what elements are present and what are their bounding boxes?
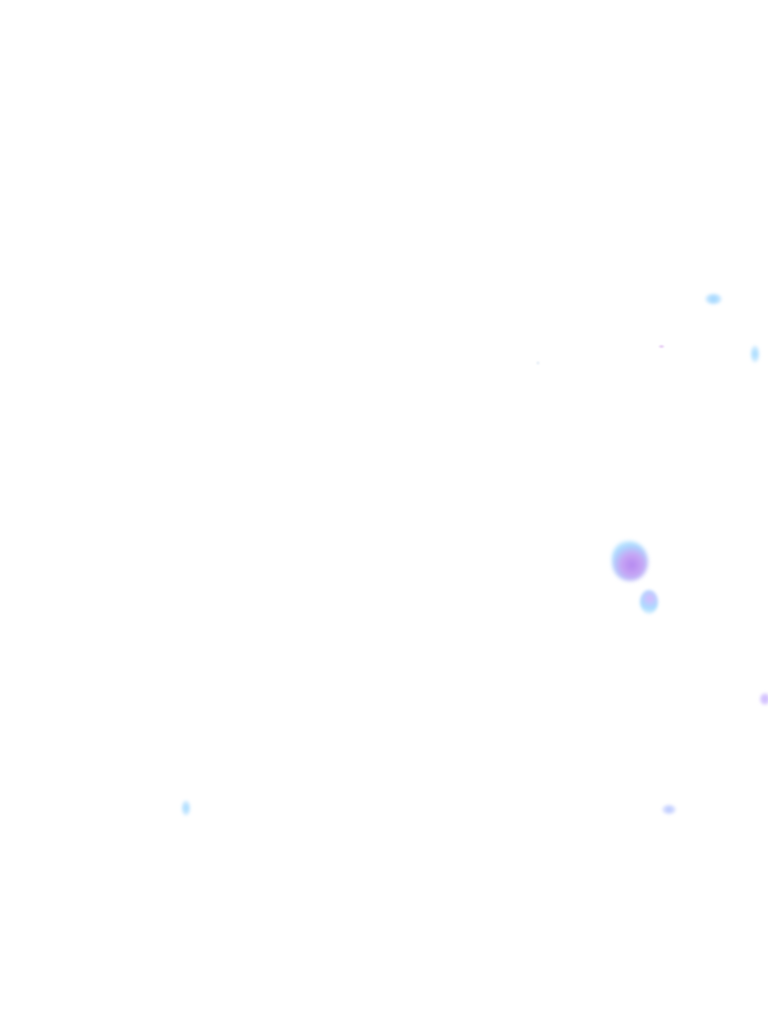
paint-splotch-icon <box>662 805 676 814</box>
paint-splotch-icon <box>658 345 665 348</box>
paint-splotch-icon <box>182 800 190 816</box>
paint-splotch-icon <box>640 590 658 614</box>
paint-splotch-icon <box>760 693 768 705</box>
paint-splotch-icon <box>705 294 722 304</box>
paint-splotch-icon <box>751 345 759 363</box>
paint-splotch-icon <box>536 361 540 365</box>
paint-splotch-icon <box>612 541 648 581</box>
